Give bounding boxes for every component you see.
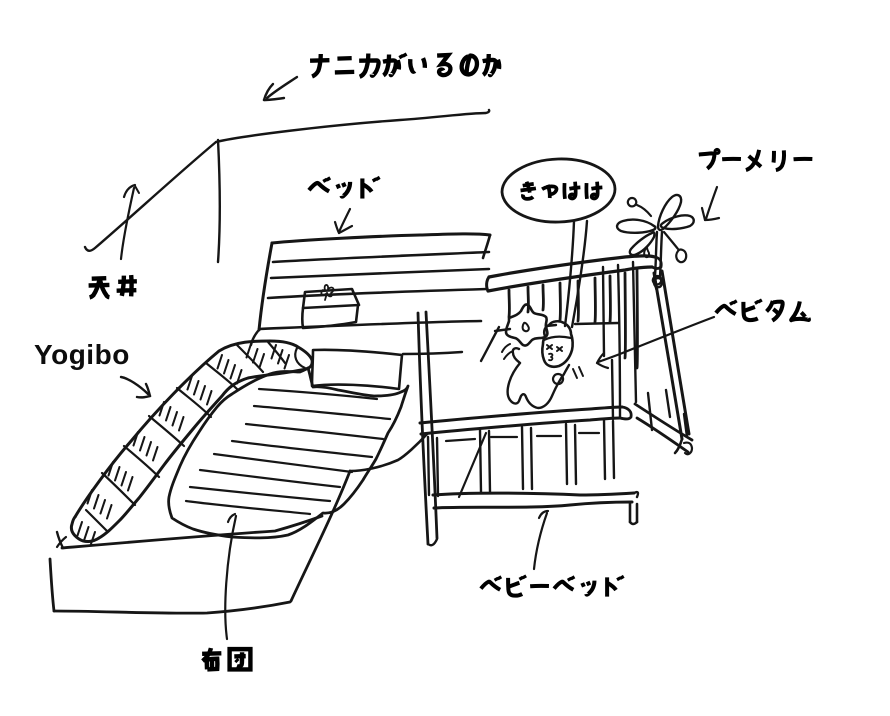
svg-text:Yogibo: Yogibo	[34, 339, 130, 370]
